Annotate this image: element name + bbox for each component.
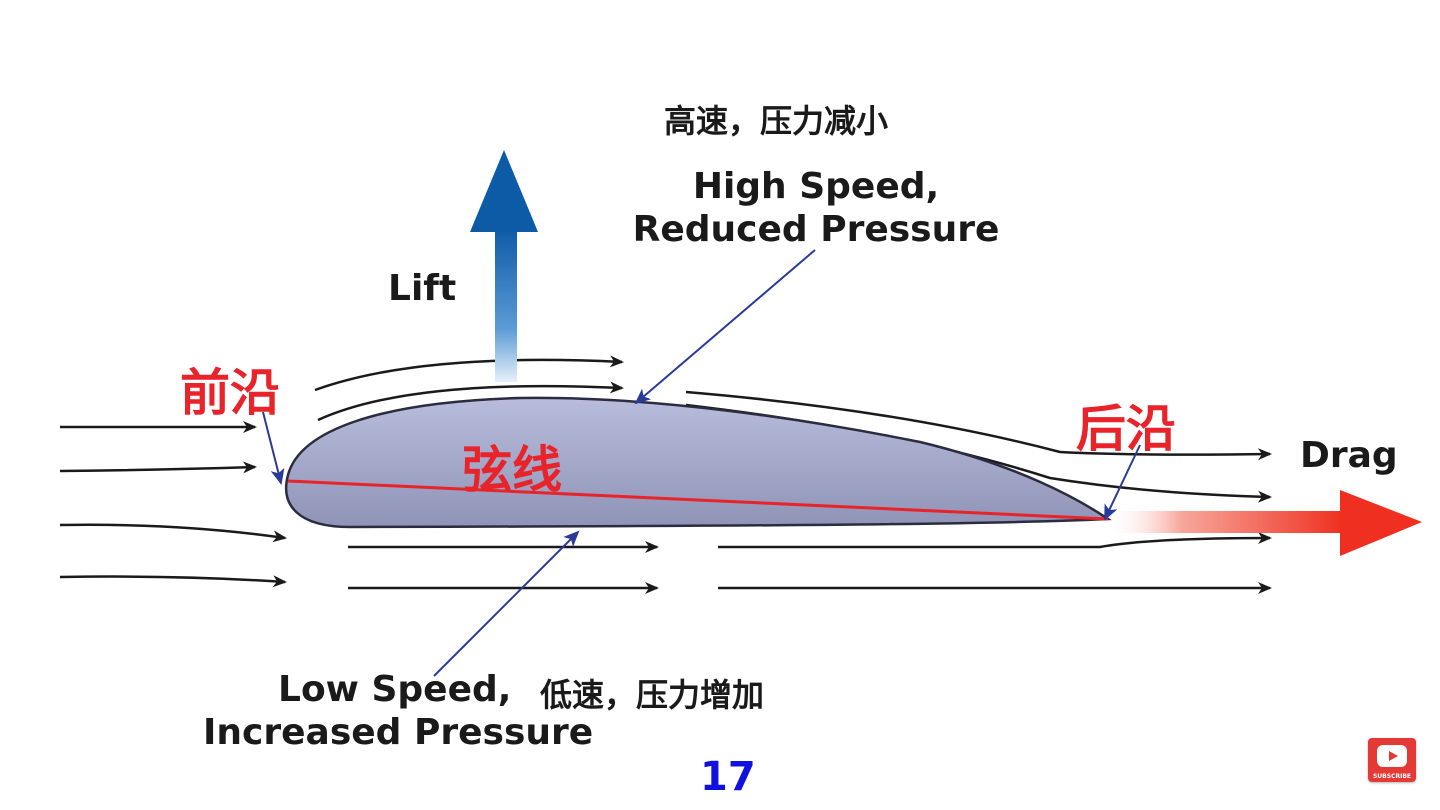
incoming-flow-lines [60,427,285,582]
pointer-low-speed [434,532,578,676]
drag-arrow [1112,490,1422,556]
page-number: 17 [700,754,756,800]
low-speed-cn-label: 低速，压力增加 [540,670,764,716]
lower-flow-3 [718,538,1270,547]
flow-line-2 [60,467,255,471]
subscribe-button[interactable]: SUBSCRIBE [1368,738,1416,782]
high-speed-en-label-line2: Reduced Pressure [616,209,1016,250]
lift-label: Lift [388,268,456,309]
airfoil-shape [286,398,1108,527]
flow-line-3 [60,525,285,538]
chord-label: 弦线 [462,430,562,502]
high-speed-en-label-line1: High Speed, [616,166,1016,207]
lower-flow-lines [348,538,1270,588]
leading-edge-label: 前沿 [180,353,280,425]
lift-arrow [470,150,538,382]
subscribe-label: SUBSCRIBE [1368,773,1416,780]
high-speed-cn-label: 高速，压力减小 [664,96,888,142]
play-icon [1377,745,1407,767]
trailing-edge-label: 后沿 [1076,389,1176,461]
flow-line-4 [60,577,285,582]
drag-label: Drag [1300,435,1398,476]
low-speed-en-label-line1: Low Speed, [278,669,511,710]
pointer-high-speed [636,250,815,403]
low-speed-en-label-line2: Increased Pressure [203,712,593,753]
